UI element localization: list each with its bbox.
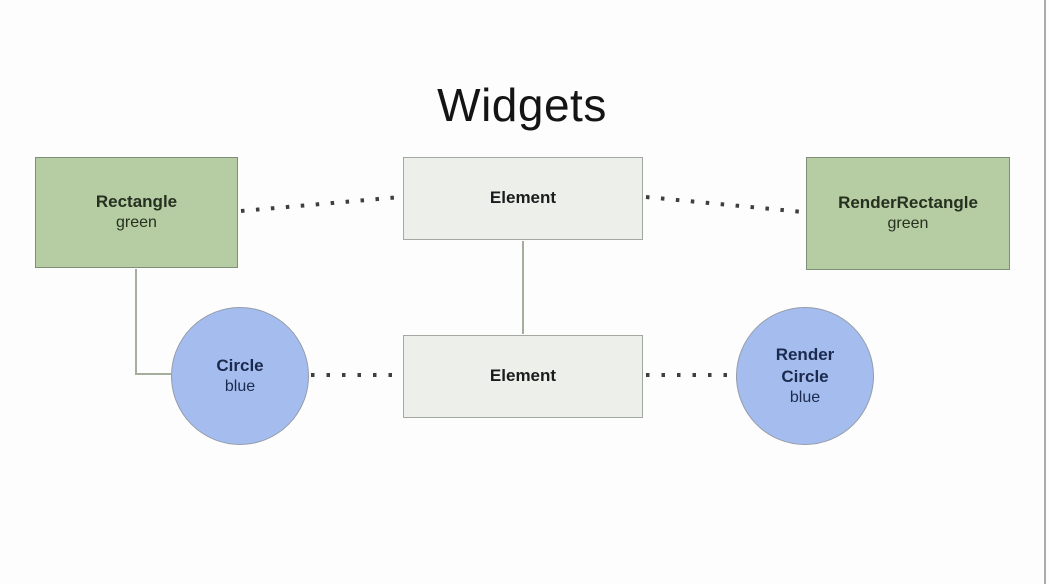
node-element-bottom-label: Element [489,366,557,386]
node-element-top: Element [403,157,643,240]
node-element-bottom: Element [403,335,643,418]
node-element-top-label: Element [489,188,557,208]
node-rectangle-sub: green [116,214,157,232]
node-rectangle-label: Rectangle [95,192,178,212]
node-render-rectangle-sub: green [887,215,929,233]
dotted-connector-rectangle-element [240,195,402,213]
connector-rectangle-circle [135,269,171,375]
node-render-circle-label: Render Circle [775,344,835,386]
node-render-circle: Render Circle blue [736,307,874,445]
dotted-connector-element-renderrectangle [645,195,804,214]
node-circle: Circle blue [171,307,309,445]
node-render-rectangle-label: RenderRectangle [838,193,978,213]
window-edge-line [1044,0,1046,584]
node-render-rectangle: RenderRectangle green [806,157,1010,270]
diagram-title: Widgets [437,79,607,131]
node-render-circle-sub: blue [789,388,821,406]
node-circle-sub: blue [224,377,256,395]
node-circle-label: Circle [216,355,264,375]
node-rectangle: Rectangle green [35,157,238,268]
